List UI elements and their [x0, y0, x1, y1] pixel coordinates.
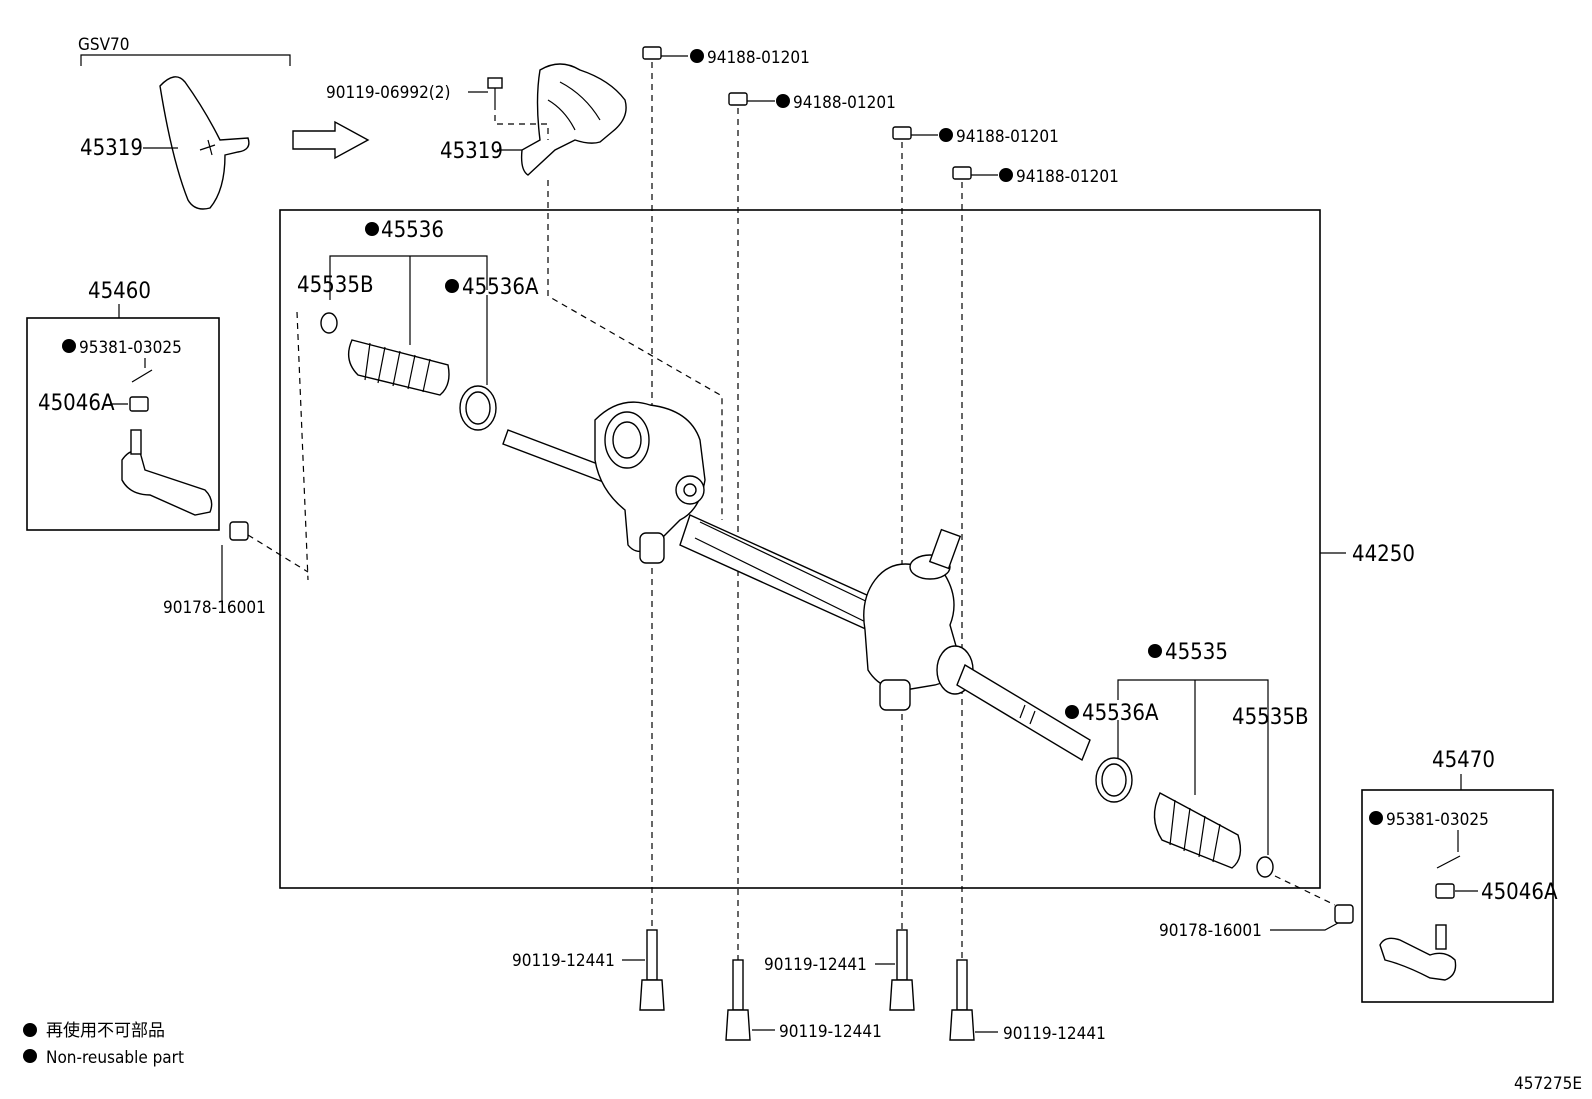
- clip-45535B-left: [320, 312, 338, 334]
- assembly-45470-frame: [1361, 789, 1554, 1003]
- assembly-44250-frame: [279, 209, 1321, 889]
- svg-text:94188-01201: 94188-01201: [793, 93, 896, 113]
- label-95381-left: 95381-03025: [79, 338, 182, 358]
- bolt-90119-12441-c: 90119-12441: [764, 929, 915, 1011]
- tie-rod-end-45460: [121, 450, 213, 516]
- boot-45535-right: [1153, 792, 1242, 869]
- tie-rod-end-45470: [1379, 937, 1457, 981]
- bolt-90119-12441-b: 90119-12441: [725, 959, 882, 1042]
- nut-94188-2: 94188-01201: [728, 92, 896, 113]
- label-90178-left: 90178-16001: [163, 598, 266, 618]
- bolt-90119-12441-a: 90119-12441: [512, 929, 665, 1011]
- legend-jp: 再使用不可部品: [46, 1020, 165, 1041]
- svg-text:94188-01201: 94188-01201: [1016, 167, 1119, 187]
- label-45319-right: 45319: [440, 139, 503, 164]
- svg-text:94188-01201: 94188-01201: [707, 48, 810, 68]
- svg-text:90119-12441: 90119-12441: [764, 955, 867, 975]
- label-90178-right: 90178-16001: [1159, 921, 1262, 941]
- replacement-arrow-icon: [292, 120, 370, 160]
- label-90119-06992: 90119-06992(2): [326, 83, 450, 103]
- boot-45536-left: [347, 339, 450, 396]
- legend: 再使用不可部品 Non-reusable part: [23, 1020, 184, 1068]
- castle-nut-45046A-right: [1435, 883, 1455, 899]
- svg-text:90119-12441: 90119-12441: [512, 951, 615, 971]
- legend-en: Non-reusable part: [46, 1048, 184, 1068]
- bolt-90119-12441-d: 90119-12441: [949, 959, 1106, 1044]
- label-45460: 45460: [88, 279, 151, 304]
- svg-text:90119-12441: 90119-12441: [779, 1022, 882, 1042]
- nut-94188-3: 94188-01201: [892, 126, 1059, 147]
- svg-text:94188-01201: 94188-01201: [956, 127, 1059, 147]
- label-45535B-left: 45535B: [297, 273, 374, 298]
- nut-90178-left: [229, 521, 249, 541]
- label-45535: 45535: [1165, 640, 1228, 665]
- label-45046A-right: 45046A: [1481, 880, 1558, 905]
- label-95381-right: 95381-03025: [1386, 810, 1489, 830]
- nut-94188-1: 94188-01201: [642, 46, 810, 68]
- label-45536: 45536: [381, 218, 444, 243]
- assembly-45460-frame: [26, 317, 220, 531]
- label-45536A-right: 45536A: [1082, 701, 1159, 726]
- svg-text:90119-12441: 90119-12441: [1003, 1024, 1106, 1044]
- variant-label: GSV70: [78, 35, 129, 55]
- steering-rack-44250: [502, 401, 1091, 762]
- heat-shield-45319-new: [520, 63, 627, 176]
- clip-45535B-right: [1256, 856, 1274, 878]
- nut-90178-right: [1334, 904, 1354, 924]
- label-44250: 44250: [1352, 542, 1415, 567]
- castle-nut-45046A-left: [129, 396, 149, 412]
- label-45046A-left: 45046A: [38, 391, 115, 416]
- diagram-id: 457275E: [1514, 1074, 1582, 1094]
- label-45470: 45470: [1432, 748, 1495, 773]
- cotter-pin-left: [131, 369, 153, 383]
- label-45536A-left: 45536A: [462, 275, 539, 300]
- nut-94188-4: 94188-01201: [952, 166, 1119, 187]
- cotter-pin-right: [1436, 855, 1461, 869]
- label-45319-left: 45319: [80, 136, 143, 161]
- label-45535B-right: 45535B: [1232, 705, 1309, 730]
- heat-shield-45319-old: [159, 76, 250, 210]
